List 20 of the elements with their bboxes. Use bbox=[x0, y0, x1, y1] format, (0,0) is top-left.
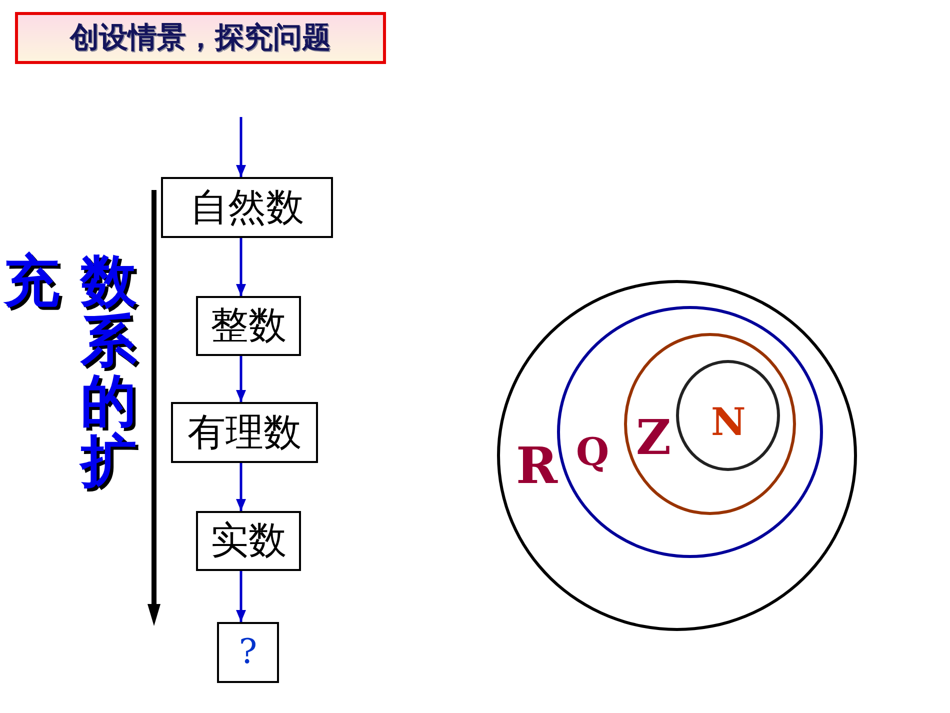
process-box: 实数 bbox=[196, 511, 301, 571]
process-box: 自然数 bbox=[161, 177, 333, 238]
set-label: Z bbox=[636, 414, 672, 462]
title-banner: 创设情景，探究问题 bbox=[15, 12, 386, 64]
set-label: Q bbox=[576, 433, 610, 471]
set-circle bbox=[557, 306, 823, 558]
set-circle bbox=[624, 333, 796, 515]
arrow bbox=[236, 571, 246, 622]
set-circle bbox=[676, 360, 780, 471]
vertical-heading: 数系的扩充 bbox=[2, 252, 138, 496]
process-box: 整数 bbox=[196, 296, 301, 356]
arrow bbox=[236, 356, 246, 402]
arrow bbox=[236, 463, 246, 511]
process-box: ? bbox=[217, 622, 279, 683]
arrow bbox=[236, 117, 246, 177]
set-label: N bbox=[711, 403, 746, 441]
set-circle bbox=[497, 280, 857, 631]
process-box: 有理数 bbox=[171, 402, 318, 463]
arrow bbox=[236, 238, 246, 296]
set-label: R bbox=[516, 441, 558, 491]
